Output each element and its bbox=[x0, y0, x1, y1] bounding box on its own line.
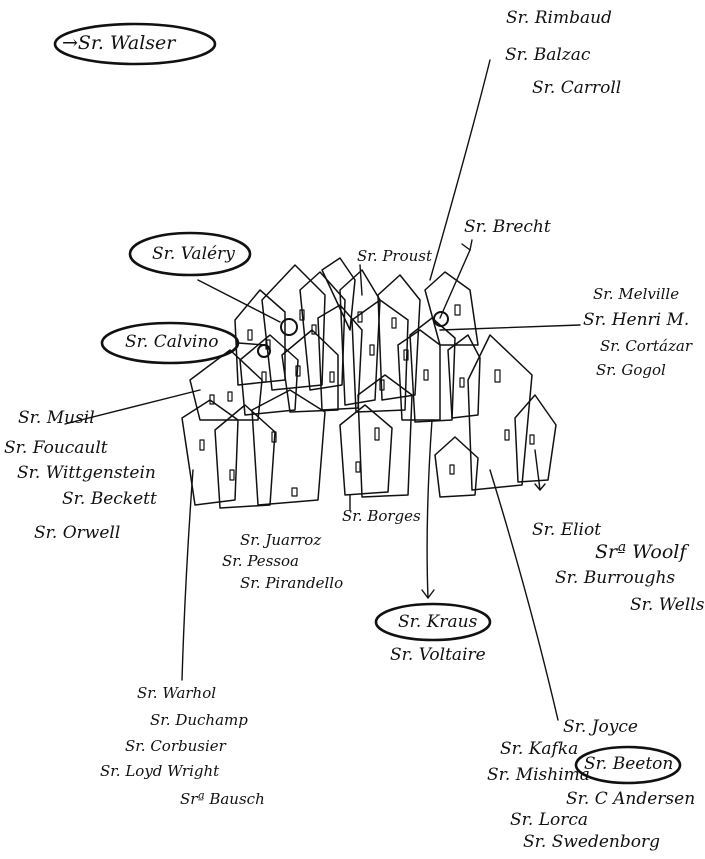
label-corbusier: Sr. Corbusier bbox=[125, 737, 226, 755]
label-voltaire: Sr. Voltaire bbox=[390, 645, 486, 665]
label-pirandello: Sr. Pirandello bbox=[240, 574, 344, 592]
label-warhol: Sr. Warhol bbox=[137, 684, 217, 702]
label-burroughs: Sr. Burroughs bbox=[555, 568, 676, 588]
label-juarroz: Sr. Juarroz bbox=[240, 531, 322, 549]
label-pessoa: Sr. Pessoa bbox=[222, 552, 299, 570]
label-kraus: Sr. Kraus bbox=[398, 612, 478, 632]
label-brecht: Sr. Brecht bbox=[464, 217, 551, 237]
label-joyce: Sr. Joyce bbox=[563, 717, 638, 737]
label-beeton: Sr. Beeton bbox=[584, 754, 674, 774]
buildings bbox=[181, 257, 557, 509]
label-mishima: Sr. Mishima bbox=[487, 765, 590, 785]
label-henri-m: Sr. Henri M. bbox=[583, 310, 690, 330]
label-proust: Sr. Proust bbox=[357, 247, 433, 265]
label-beckett: Sr. Beckett bbox=[62, 489, 157, 509]
label-orwell: Sr. Orwell bbox=[34, 523, 121, 543]
circle-beeton bbox=[574, 745, 682, 785]
label-balzac: Sr. Balzac bbox=[505, 45, 591, 65]
label-kafka: Sr. Kafka bbox=[500, 739, 579, 759]
label-carroll: Sr. Carroll bbox=[532, 78, 622, 98]
label-lorca: Sr. Lorca bbox=[510, 810, 589, 830]
label-gogol: Sr. Gogol bbox=[596, 361, 666, 379]
roof-mark-2 bbox=[257, 344, 271, 358]
label-wittgenstein: Sr. Wittgenstein bbox=[17, 463, 156, 483]
label-wells: Sr. Wells bbox=[630, 595, 705, 615]
label-valery: Sr. Valéry bbox=[152, 244, 235, 264]
label-rimbaud: Sr. Rimbaud bbox=[506, 8, 612, 28]
circle-walser bbox=[53, 22, 217, 66]
label-duchamp: Sr. Duchamp bbox=[150, 711, 248, 729]
label-bausch: Srª Bausch bbox=[180, 790, 265, 808]
windows bbox=[199, 304, 535, 497]
label-borges: Sr. Borges bbox=[342, 507, 421, 525]
label-walser: →Sr. Walser bbox=[62, 32, 176, 54]
label-woolf: Srª Woolf bbox=[595, 541, 687, 563]
label-cortazar: Sr. Cortázar bbox=[600, 337, 692, 355]
leader-lines bbox=[64, 59, 581, 721]
label-melville: Sr. Melville bbox=[593, 285, 680, 303]
label-andersen: Sr. C Andersen bbox=[566, 789, 696, 809]
circle-kraus bbox=[374, 602, 492, 642]
circle-valery bbox=[128, 231, 252, 277]
roof-mark-1 bbox=[280, 318, 298, 336]
label-lloyd-wright: Sr. Loyd Wright bbox=[100, 762, 220, 780]
label-swedenborg: Sr. Swedenborg bbox=[523, 832, 660, 852]
label-calvino: Sr. Calvino bbox=[125, 332, 219, 352]
label-eliot: Sr. Eliot bbox=[532, 520, 602, 540]
label-foucault: Sr. Foucault bbox=[4, 438, 108, 458]
roof-mark-3 bbox=[433, 311, 449, 327]
label-musil: Sr. Musil bbox=[18, 408, 95, 428]
